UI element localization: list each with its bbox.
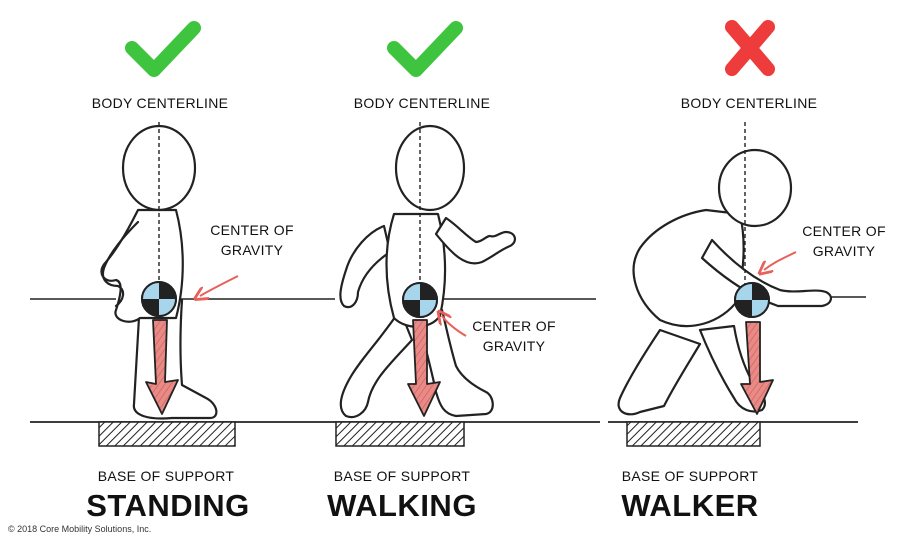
base-of-support-standing xyxy=(98,421,236,447)
cog-label-standing: CENTER OF GRAVITY xyxy=(206,220,298,260)
panel-title-standing: STANDING xyxy=(86,488,250,523)
gravity-arrow-walker xyxy=(740,321,774,415)
cog-label-walking: CENTER OF GRAVITY xyxy=(468,316,560,356)
walker-figure xyxy=(617,148,832,416)
cog-label-line2: GRAVITY xyxy=(812,243,876,259)
check-mark-icon xyxy=(387,21,463,77)
x-mark-icon xyxy=(725,20,775,76)
center-of-gravity-marker-walking xyxy=(402,282,438,318)
body-centerlines xyxy=(158,122,746,286)
base-of-support-label-standing: BASE OF SUPPORT xyxy=(97,468,235,484)
panel-title-walker: WALKER xyxy=(621,488,759,523)
base-of-support-label-walker: BASE OF SUPPORT xyxy=(621,468,759,484)
cog-pointer-arrow-walker xyxy=(764,251,797,270)
base-of-support-walking xyxy=(335,421,465,447)
gravity-arrow-standing xyxy=(145,319,179,415)
gravity-arrow-walking xyxy=(407,319,441,417)
panel-title-walking: WALKING xyxy=(327,488,477,523)
base-of-support-walker xyxy=(626,421,761,447)
check-mark-icon xyxy=(125,21,201,77)
copyright-notice: © 2018 Core Mobility Solutions, Inc. xyxy=(8,524,152,534)
cog-label-line1: CENTER OF xyxy=(472,318,556,334)
cog-pointer-arrow-walking xyxy=(442,316,467,337)
cog-label-line1: CENTER OF xyxy=(210,222,294,238)
cog-pointer-arrow-standing xyxy=(200,275,239,296)
cog-label-line2: GRAVITY xyxy=(220,242,284,258)
centerline-label-standing: BODY CENTERLINE xyxy=(91,95,229,111)
cog-label-line1: CENTER OF xyxy=(802,223,886,239)
base-of-support-label-walking: BASE OF SUPPORT xyxy=(333,468,471,484)
centerline-label-walker: BODY CENTERLINE xyxy=(680,95,818,111)
center-of-gravity-marker-standing xyxy=(141,281,177,317)
cog-label-walker: CENTER OF GRAVITY xyxy=(798,221,890,261)
centerline-label-walking: BODY CENTERLINE xyxy=(353,95,491,111)
center-of-gravity-marker-walker xyxy=(734,282,770,318)
cog-label-line2: GRAVITY xyxy=(482,338,546,354)
